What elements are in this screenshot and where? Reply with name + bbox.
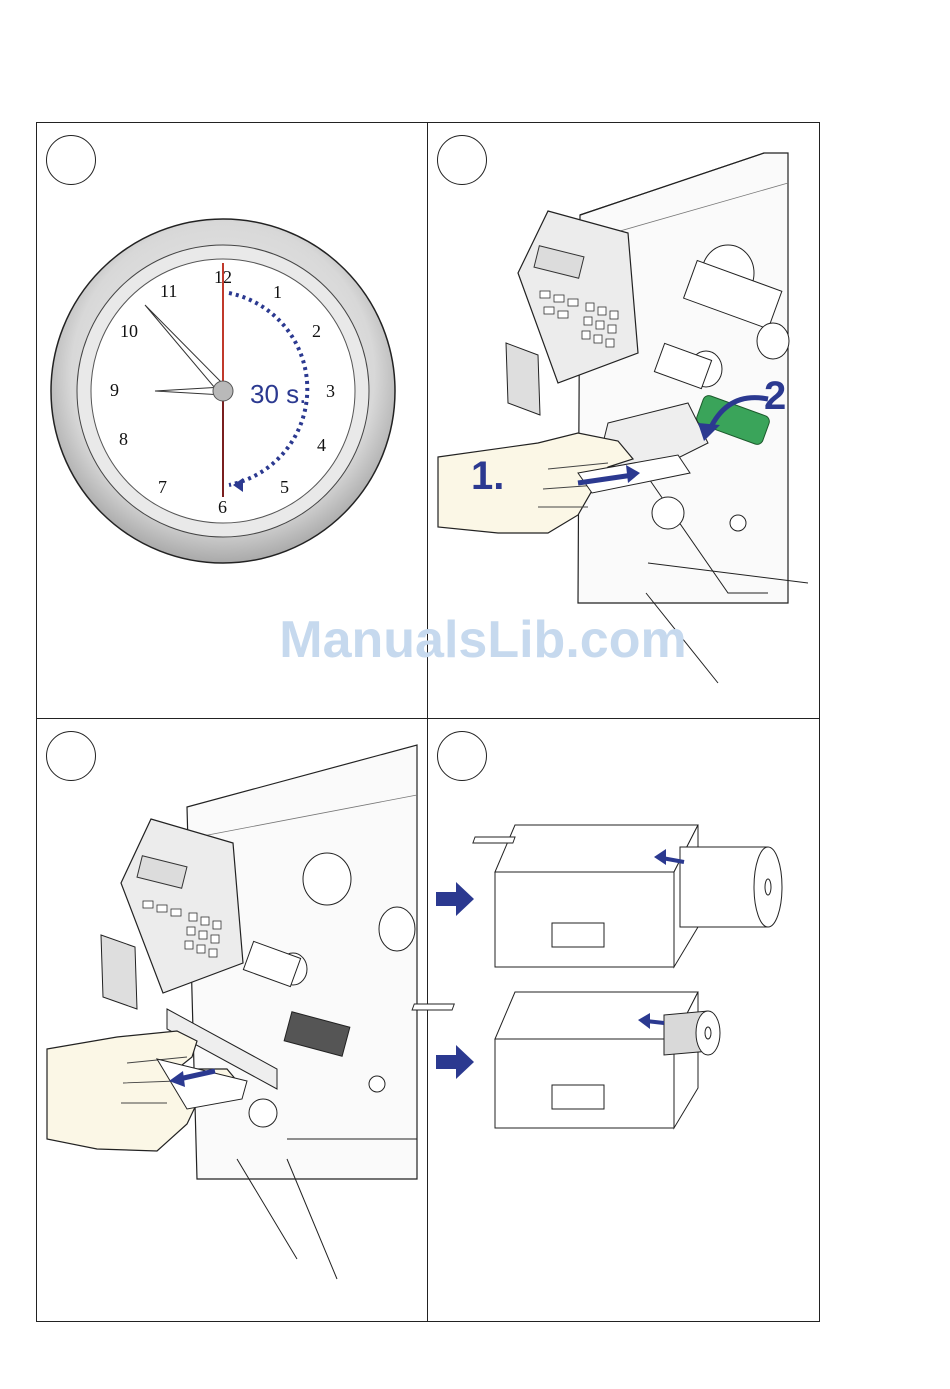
clock-number-9: 9 xyxy=(110,380,119,400)
clock-number-3: 3 xyxy=(326,381,335,401)
panel-step-4 xyxy=(428,719,819,1321)
load-media-illustration xyxy=(428,719,819,1321)
clock-number-11: 11 xyxy=(160,281,177,301)
step-1-label: 1. xyxy=(471,454,504,498)
duration-label: 30 s. xyxy=(250,379,306,409)
printer-outline-large-roll xyxy=(473,825,698,967)
large-media-roll xyxy=(680,847,782,927)
clock-number-8: 8 xyxy=(119,429,128,449)
step-2-label: 2 xyxy=(764,374,786,418)
watermark: ManualsLib.com xyxy=(268,610,698,670)
clock-center-hub xyxy=(213,381,233,401)
control-panel xyxy=(121,819,243,993)
step-arrow-icon xyxy=(436,1045,476,1079)
step-arrow-icon xyxy=(436,882,476,916)
clock-number-10: 10 xyxy=(120,321,138,341)
clock-number-5: 5 xyxy=(280,477,289,497)
clock-number-6: 6 xyxy=(218,497,227,517)
clock-number-2: 2 xyxy=(312,321,321,341)
clock-number-1: 1 xyxy=(273,282,282,302)
printer-feed-illustration xyxy=(37,719,427,1321)
clock-number-7: 7 xyxy=(158,477,167,497)
clock-number-4: 4 xyxy=(317,435,326,455)
small-media-roll xyxy=(664,1011,720,1055)
panel-step-3 xyxy=(37,719,427,1321)
